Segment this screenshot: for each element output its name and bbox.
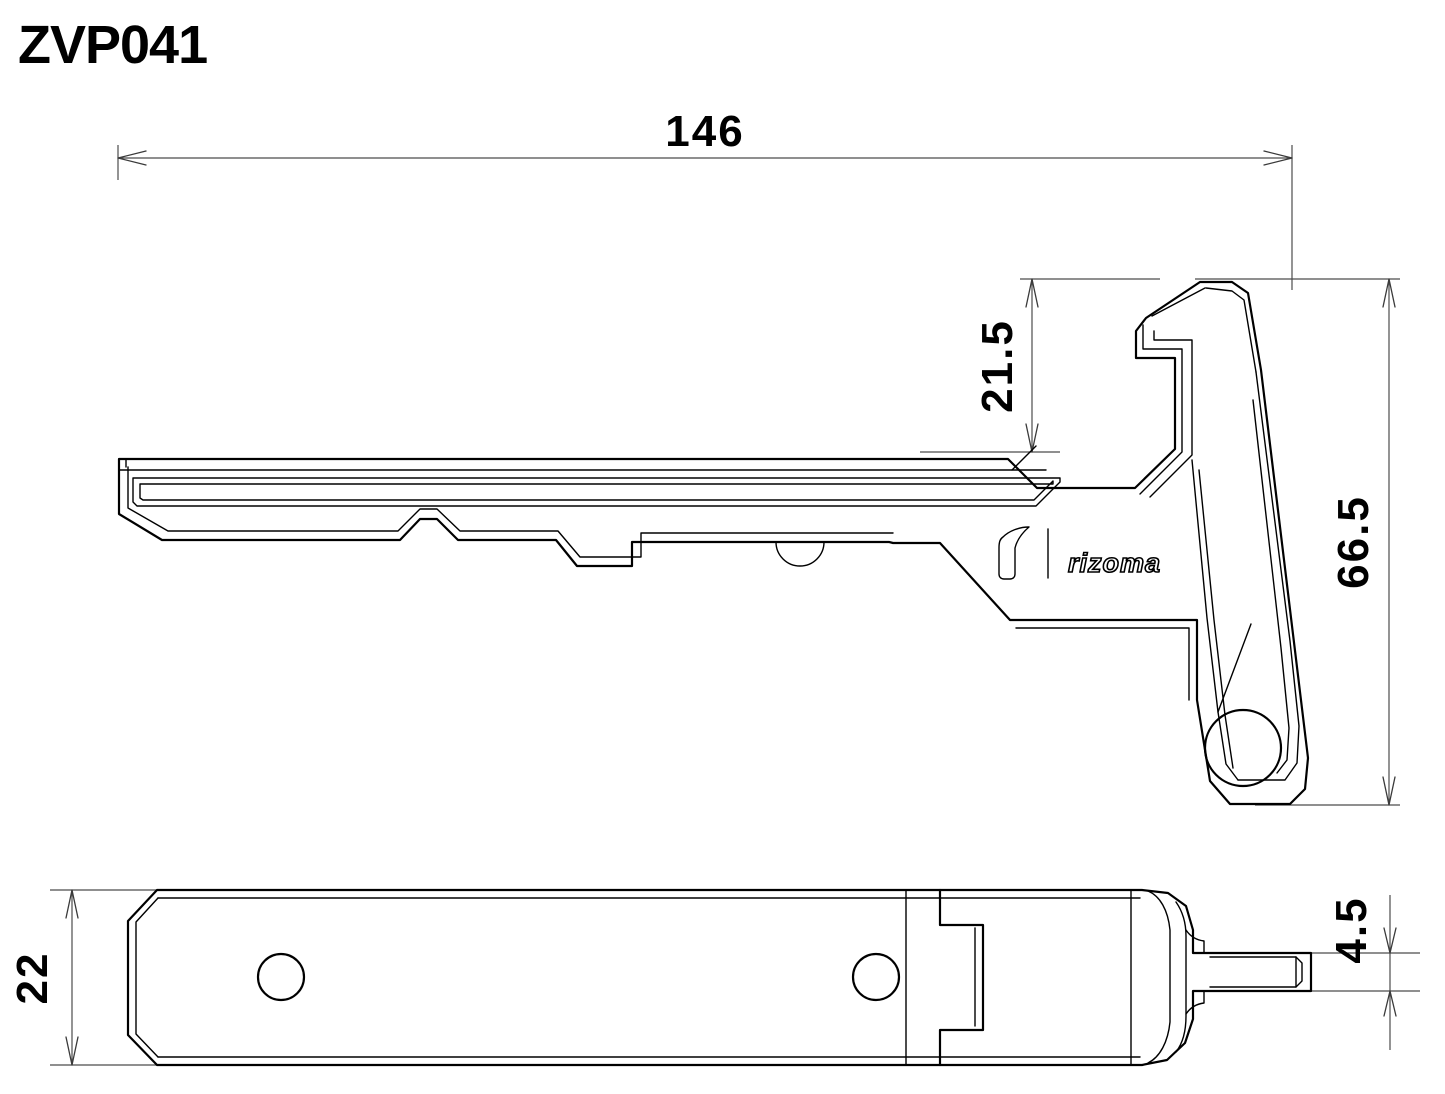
leg-inner-line-1 <box>1237 371 1300 781</box>
arrow-bottom-22 <box>65 1036 79 1066</box>
long-groove-outer <box>132 477 1061 507</box>
arrow-top-45 <box>1383 927 1397 954</box>
side-profile-view <box>117 280 1310 806</box>
shelf-inner-seam <box>1015 627 1190 701</box>
plan-pin-fillet-top <box>1185 929 1205 954</box>
part-outline-plan <box>126 888 1313 1067</box>
plan-tab-notch <box>938 888 985 1067</box>
page-title: ZVP041 <box>18 15 208 75</box>
dim-label-665: 66.5 <box>1329 495 1378 589</box>
hook-inner-contour-2 <box>1151 287 1206 317</box>
long-groove-inner <box>139 480 1054 501</box>
dimension-pin: 4.5 <box>1230 895 1420 1050</box>
hook-inner-contour-1 <box>1139 324 1183 495</box>
plan-pin-fillet-bottom <box>1185 990 1205 1015</box>
mounting-hole <box>1203 708 1283 788</box>
arrow-right-146 <box>1263 150 1293 166</box>
top-plan-view <box>126 888 1313 1067</box>
arrow-top-665 <box>1382 278 1396 308</box>
dim-label-22: 22 <box>8 952 57 1005</box>
leg-rib-line <box>1217 623 1252 713</box>
dimension-overall-height: 66.5 <box>1195 278 1400 806</box>
dim-label-215: 21.5 <box>973 319 1022 413</box>
plan-pin-inner <box>1209 956 1303 988</box>
rizoma-wordmark: rizoma <box>1068 548 1161 578</box>
dimension-overall-length: 146 <box>117 107 1293 290</box>
dimension-hook-height: 21.5 <box>920 278 1160 453</box>
arrow-bottom-215 <box>1025 423 1039 453</box>
rizoma-logo: rizoma <box>998 526 1161 580</box>
part-outline-side <box>117 280 1310 806</box>
arrow-left-146 <box>117 150 147 166</box>
arrow-top-22 <box>65 889 79 919</box>
leg-inner-line-3 <box>1198 469 1234 769</box>
plan-end-block-inner-1 <box>1147 890 1171 1064</box>
rizoma-r-mark <box>998 526 1030 580</box>
dimension-width: 22 <box>8 889 160 1066</box>
inner-edge-lower-front <box>127 466 894 558</box>
arrow-bottom-665 <box>1382 776 1396 806</box>
plan-inner-left-chamfer <box>135 897 159 1058</box>
dim-label-146: 146 <box>665 107 744 156</box>
plan-hole-left <box>256 952 306 1002</box>
bump-detail <box>775 541 825 567</box>
plan-hole-right <box>851 952 901 1002</box>
hook-inner-contour-3 <box>1149 330 1193 498</box>
dim-label-45: 4.5 <box>1327 896 1376 963</box>
leg-inner-line-4 <box>1252 399 1290 774</box>
arrow-top-215 <box>1025 278 1039 308</box>
plan-end-block-inner-2 <box>1175 901 1187 1053</box>
arrow-bottom-45 <box>1383 990 1397 1017</box>
hook-inner-contour-4 <box>1205 287 1257 373</box>
